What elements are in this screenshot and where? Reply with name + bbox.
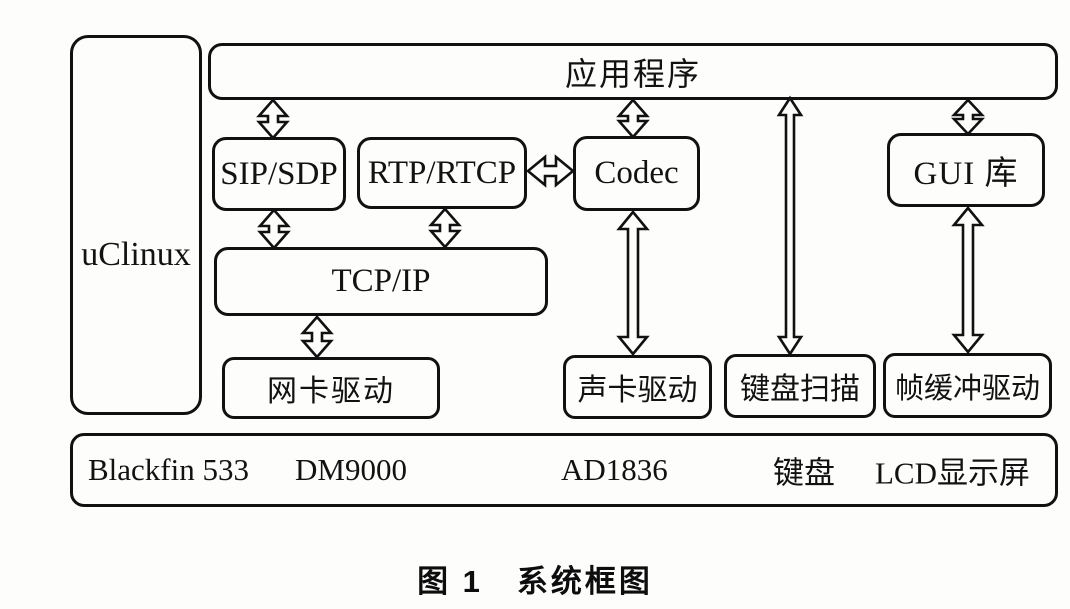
sound-driver-label: 声卡驱动 [577, 374, 698, 407]
arrow-app-sipsdp-icon [256, 98, 290, 140]
hw-ad1836-label: AD1836 [561, 452, 668, 487]
framebuffer-driver-box: 帧缓冲驱动 [883, 353, 1052, 418]
codec-label: Codec [594, 155, 679, 191]
sip-sdp-label: SIP/SDP [220, 155, 338, 192]
hardware-bar: Blackfin 533 DM9000 AD1836 键盘 LCD显示屏 [70, 433, 1058, 507]
hw-dm9000-label: DM9000 [295, 452, 407, 487]
arrow-rtprtcp-codec-icon [525, 154, 576, 188]
application-layer-label: 应用程序 [564, 55, 701, 92]
key-scan-label: 键盘扫描 [740, 373, 860, 406]
hw-keyboard-label: 键盘 [773, 455, 835, 491]
hw-lcd-label: LCD显示屏 [875, 455, 1030, 491]
arrow-gui-framebuffer-icon [951, 205, 985, 355]
arrow-app-keyscan-icon [776, 95, 804, 357]
arrow-rtprtcp-tcpip-icon [428, 207, 462, 249]
application-layer-box: 应用程序 [208, 43, 1058, 100]
uclinux-box: uClinux [70, 35, 202, 415]
framebuffer-driver-label: 帧缓冲驱动 [894, 372, 1040, 405]
rtp-rtcp-label: RTP/RTCP [367, 154, 517, 191]
arrow-tcpip-nicdriver-icon [300, 315, 334, 359]
rtp-rtcp-box: RTP/RTCP [357, 137, 527, 209]
gui-lib-box: GUI 库 [887, 133, 1045, 207]
nic-driver-box: 网卡驱动 [222, 357, 440, 419]
figure-caption: 图 1 系统框图 [417, 564, 653, 599]
hw-blackfin-label: Blackfin 533 [88, 452, 249, 487]
arrow-codec-sounddriver-icon [616, 209, 650, 357]
nic-driver-label: 网卡驱动 [267, 375, 395, 408]
sip-sdp-box: SIP/SDP [212, 137, 346, 211]
tcpip-label: TCP/IP [331, 263, 431, 299]
arrow-app-codec-icon [616, 98, 650, 139]
uclinux-label: uClinux [81, 236, 191, 273]
gui-lib-label: GUI 库 [913, 156, 1019, 192]
tcpip-box: TCP/IP [214, 247, 548, 316]
codec-box: Codec [573, 136, 700, 211]
arrow-app-gui-icon [951, 98, 985, 136]
arrow-sipsdp-tcpip-icon [257, 208, 291, 250]
key-scan-box: 键盘扫描 [724, 354, 876, 418]
sound-driver-box: 声卡驱动 [563, 355, 712, 419]
